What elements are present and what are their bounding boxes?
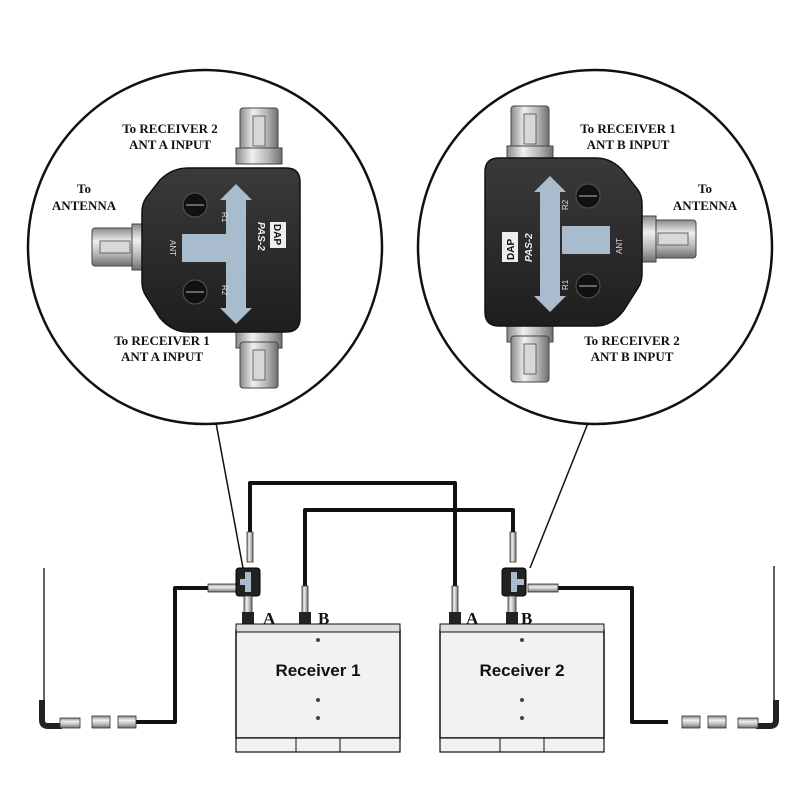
coax-cables [135, 481, 668, 724]
right-port-ant-label: ANT [615, 238, 624, 254]
left-label-side-line2: ANTENNA [52, 198, 117, 213]
left-label-bottom-line2: ANT A INPUT [121, 349, 203, 364]
cable-right-to-receiver1-b [303, 508, 515, 615]
right-label-side-line2: ANTENNA [673, 198, 738, 213]
left-label-top-line1: To RECEIVER 2 [122, 121, 218, 136]
right-antenna [681, 566, 779, 729]
receiver-1: Receiver 1 A B [235, 609, 401, 753]
left-bottom-bnc-connector [235, 331, 283, 389]
right-label-top-line1: To RECEIVER 1 [580, 121, 676, 136]
receiver-2-input-b-label: B [521, 609, 532, 628]
left-antenna-bnc-connector [91, 223, 149, 271]
receiver-2-input-a-label: A [466, 609, 479, 628]
receiver-1-body [235, 629, 401, 739]
right-label-side-line1: To [698, 181, 712, 196]
right-label-bottom-line1: To RECEIVER 2 [584, 333, 680, 348]
receiver-1-input-b-label: B [318, 609, 329, 628]
receiver-2: Receiver 2 A B [439, 609, 605, 753]
left-small-splitter [207, 531, 261, 626]
bnc-barrel-connector [91, 715, 111, 729]
right-brand-text: DAP [506, 239, 517, 260]
right-zoom-callout: R1 R2 ANT DAP PAS-2 To RECEIVER 1 ANT B … [416, 68, 774, 569]
left-label-bottom-line1: To RECEIVER 1 [114, 333, 210, 348]
receiver-1-name: Receiver 1 [275, 661, 360, 680]
left-callout-pointer [215, 422, 244, 569]
bnc-barrel-connector [707, 715, 727, 729]
right-callout-pointer [529, 422, 589, 569]
right-top-bnc-connector [506, 105, 554, 163]
left-port-r1-label: R1 [220, 212, 229, 223]
left-port-r2-label: R2 [220, 285, 229, 296]
right-label-top-line2: ANT B INPUT [587, 137, 670, 152]
right-label-bottom-line2: ANT B INPUT [591, 349, 674, 364]
right-bottom-bnc-connector [506, 325, 554, 383]
receiver-2-body [439, 629, 605, 739]
left-port-ant-label: ANT [168, 240, 177, 256]
right-port-r2-label: R2 [561, 199, 570, 210]
left-splitter-t-marking [182, 184, 252, 324]
right-port-r1-label: R1 [561, 279, 570, 290]
right-brand-logo [502, 232, 518, 262]
cable-left-to-receiver2-a [248, 481, 457, 615]
cable-left-antenna [135, 586, 210, 724]
right-small-splitter [501, 531, 559, 626]
right-splitter-t-marking [534, 176, 610, 312]
receiver-2-name: Receiver 2 [479, 661, 564, 680]
left-brand-text: DAP [271, 224, 282, 245]
left-label-side-line1: To [77, 181, 91, 196]
left-antenna [39, 568, 137, 729]
right-model-text: PAS-2 [524, 233, 535, 262]
receiver-1-input-a-label: A [263, 609, 276, 628]
left-model-text: PAS-2 [255, 222, 266, 251]
left-zoom-callout: R1 R2 ANT DAP PAS-2 To RECEIVER 2 ANT A … [26, 68, 384, 569]
left-top-bnc-connector [235, 107, 283, 165]
left-brand-logo [270, 222, 286, 248]
left-label-top-line2: ANT A INPUT [129, 137, 211, 152]
cable-right-antenna [556, 586, 668, 724]
receiver-antenna-inputs [299, 585, 461, 626]
right-antenna-bnc-connector [639, 215, 697, 263]
